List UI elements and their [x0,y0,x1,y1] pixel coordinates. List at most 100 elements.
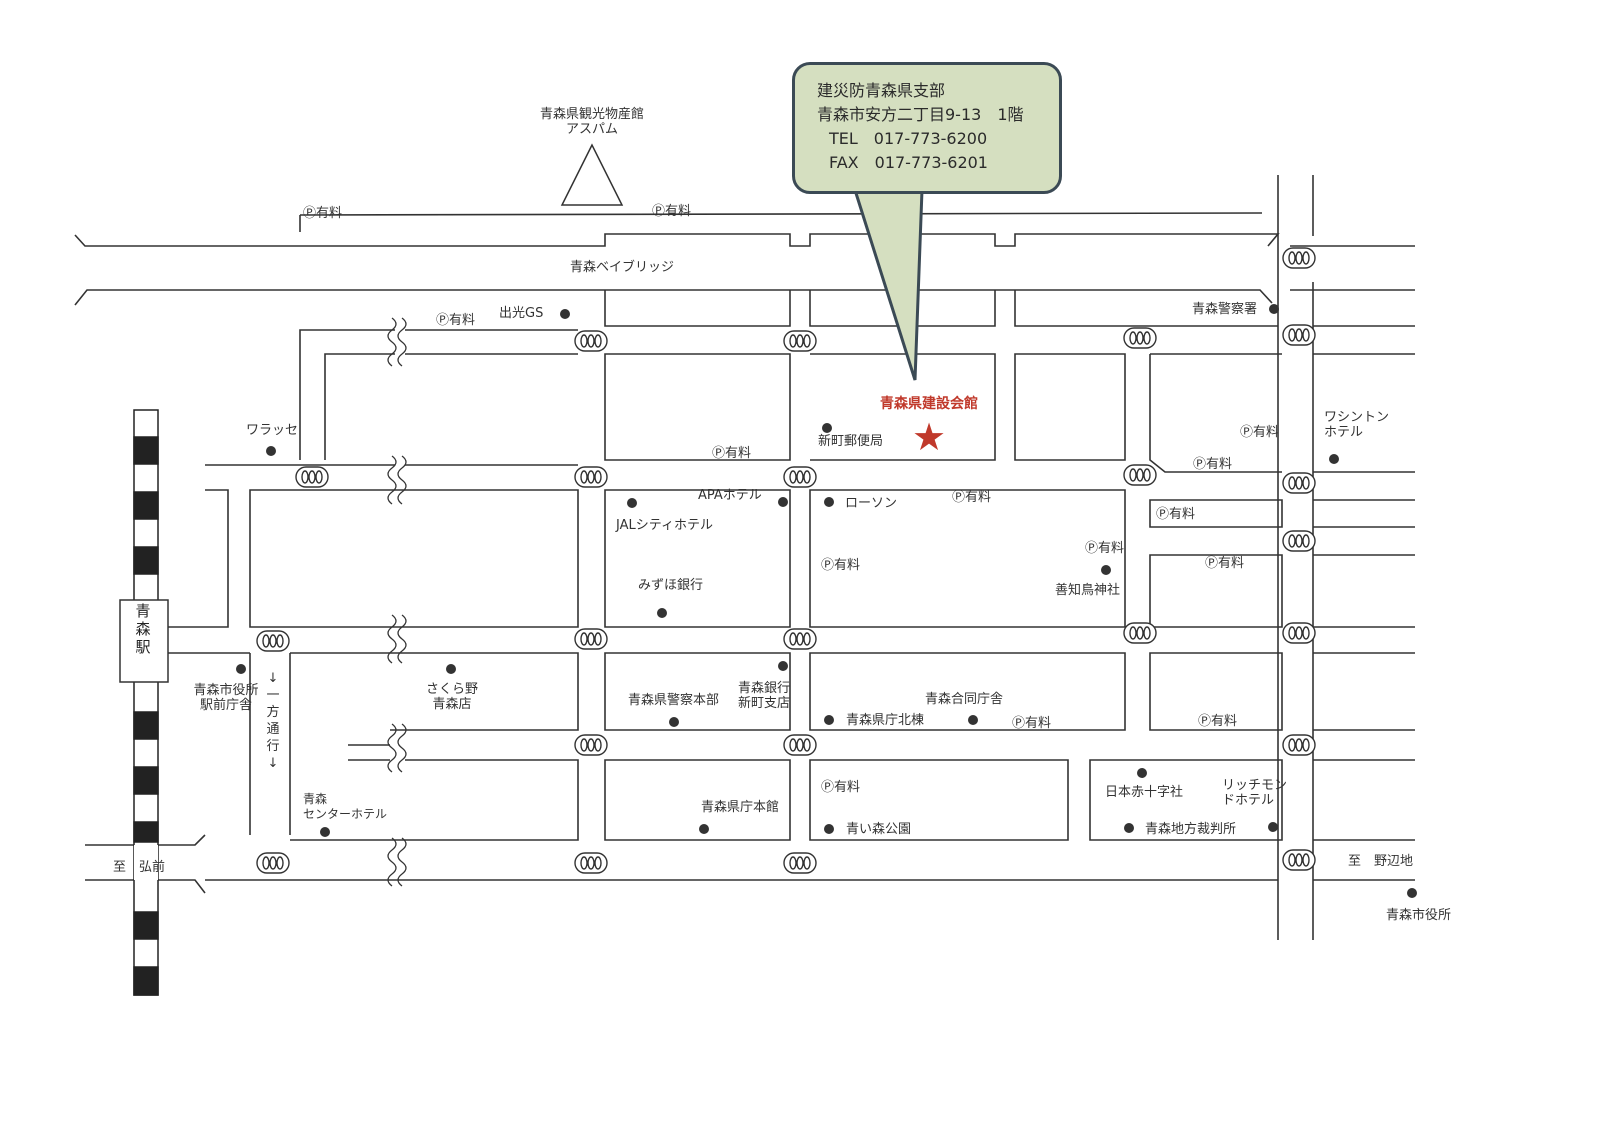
place-aomori-bank: 青森銀行 新町支店 [737,681,791,711]
branch-fax: FAX 017-773-6201 [829,153,988,172]
parking-label: Ⓟ有料 [821,780,861,795]
dot-icon [1269,304,1279,314]
parking-label: Ⓟ有料 [303,206,343,221]
branch-info-callout: 建災防青森県支部 青森市安方二丁目9-13 1階 TEL 017-773-620… [792,62,1062,194]
one-way-label: ↓ 一 方 通 行 ↓ [266,671,280,771]
parking-label: Ⓟ有料 [821,558,861,573]
parking-label: Ⓟ有料 [652,204,692,219]
traffic-signal-icon [1282,530,1316,552]
map-break-marks [387,317,407,887]
place-red-cross: 日本赤十字社 [1105,785,1184,800]
dot-icon [657,608,667,618]
dot-icon [824,715,834,725]
place-court: 青森地方裁判所 [1145,822,1237,837]
dot-icon [699,824,709,834]
dot-icon [320,827,330,837]
place-idemitsu-gs: 出光GS [499,306,544,321]
place-washington-hotel: ワシントン ホテル [1324,410,1390,440]
bay-bridge-label: 青森ベイブリッジ [570,260,675,275]
place-godo-chosha: 青森合同庁舎 [925,692,1004,707]
branch-name: 建災防青森県支部 [817,81,946,100]
traffic-signal-icon [783,734,817,756]
hq-label: 青森県建設会館 [880,396,978,412]
dot-icon [968,715,978,725]
traffic-signal-icon [574,628,608,650]
parking-label: Ⓟ有料 [712,446,752,461]
traffic-signal-icon [783,852,817,874]
traffic-signal-icon [574,734,608,756]
traffic-signal-icon [1282,324,1316,346]
traffic-signal-icon [783,330,817,352]
parking-label: Ⓟ有料 [436,313,476,328]
place-center-hotel: 青森 センターホテル [303,792,388,821]
traffic-signal-icon [256,852,290,874]
aomori-station-label: 青 森 駅 [135,602,151,656]
place-shinmachi-post: 新町郵便局 [818,434,884,449]
place-city-hall-ekimae: 青森市役所 駅前庁舎 [193,683,259,713]
parking-label: Ⓟ有料 [1198,714,1238,729]
traffic-signal-icon [256,630,290,652]
place-police-station: 青森警察署 [1192,302,1258,317]
parking-label: Ⓟ有料 [1193,457,1233,472]
parking-label: Ⓟ有料 [1085,541,1125,556]
place-pref-main: 青森県庁本館 [701,800,780,815]
dot-icon [778,661,788,671]
dot-icon [1137,768,1147,778]
dot-icon [236,664,246,674]
traffic-signal-icon [783,466,817,488]
place-apa-hotel: APAホテル [698,488,762,503]
place-zenchi-shrine: 善知鳥神社 [1055,583,1121,598]
place-police-hq: 青森県警察本部 [628,693,720,708]
place-city-hall: 青森市役所 [1386,908,1452,923]
roads [74,175,1415,940]
branch-address: 青森市安方二丁目9-13 1階 [817,105,1024,124]
dot-icon [1329,454,1339,464]
star-icon: ★ [912,415,947,459]
traffic-signals [256,247,1316,874]
traffic-signal-icon [1123,327,1157,349]
location-dots [236,304,1417,898]
dot-icon [560,309,570,319]
traffic-signal-icon [783,628,817,650]
dot-icon [778,497,788,507]
traffic-signal-icon [1123,622,1157,644]
to-hirosaki-label: 至 弘前 [113,860,166,875]
dot-icon [627,498,637,508]
dot-icon [1101,565,1111,575]
traffic-signal-icon [295,466,329,488]
place-warasse: ワラッセ [246,423,299,438]
dot-icon [822,423,832,433]
parking-label: Ⓟ有料 [1205,556,1245,571]
dot-icon [446,664,456,674]
callout-pointer [853,189,924,381]
aspam-label: 青森県観光物産館 アスパム [539,107,645,137]
dot-icon [669,717,679,727]
aomori-station-box [119,599,169,683]
place-richmond-hotel: リッチモン ドホテル [1222,778,1288,808]
place-mizuho-bank: みずほ銀行 [638,578,704,593]
traffic-signal-icon [1282,849,1316,871]
dot-icon [824,824,834,834]
to-nohechi-label: 至 野辺地 [1348,854,1414,869]
traffic-signal-icon [1282,472,1316,494]
parking-label: Ⓟ有料 [1240,425,1280,440]
aspam-landmark-icon [560,143,624,206]
dot-icon [1268,822,1278,832]
traffic-signal-icon [574,852,608,874]
dot-icon [824,497,834,507]
traffic-signal-icon [574,466,608,488]
place-jal-city-hotel: JALシティホテル [616,518,713,533]
parking-label: Ⓟ有料 [1156,507,1196,522]
place-lawson: ローソン [845,496,898,511]
traffic-signal-icon [574,330,608,352]
dot-icon [1407,888,1417,898]
parking-label: Ⓟ有料 [952,490,992,505]
traffic-signal-icon [1282,247,1316,269]
parking-label: Ⓟ有料 [1012,716,1052,731]
place-pref-north: 青森県庁北棟 [846,713,925,728]
railway-track [133,409,159,996]
place-aoimori-park: 青い森公園 [846,822,912,837]
traffic-signal-icon [1282,622,1316,644]
traffic-signal-icon [1123,464,1157,486]
